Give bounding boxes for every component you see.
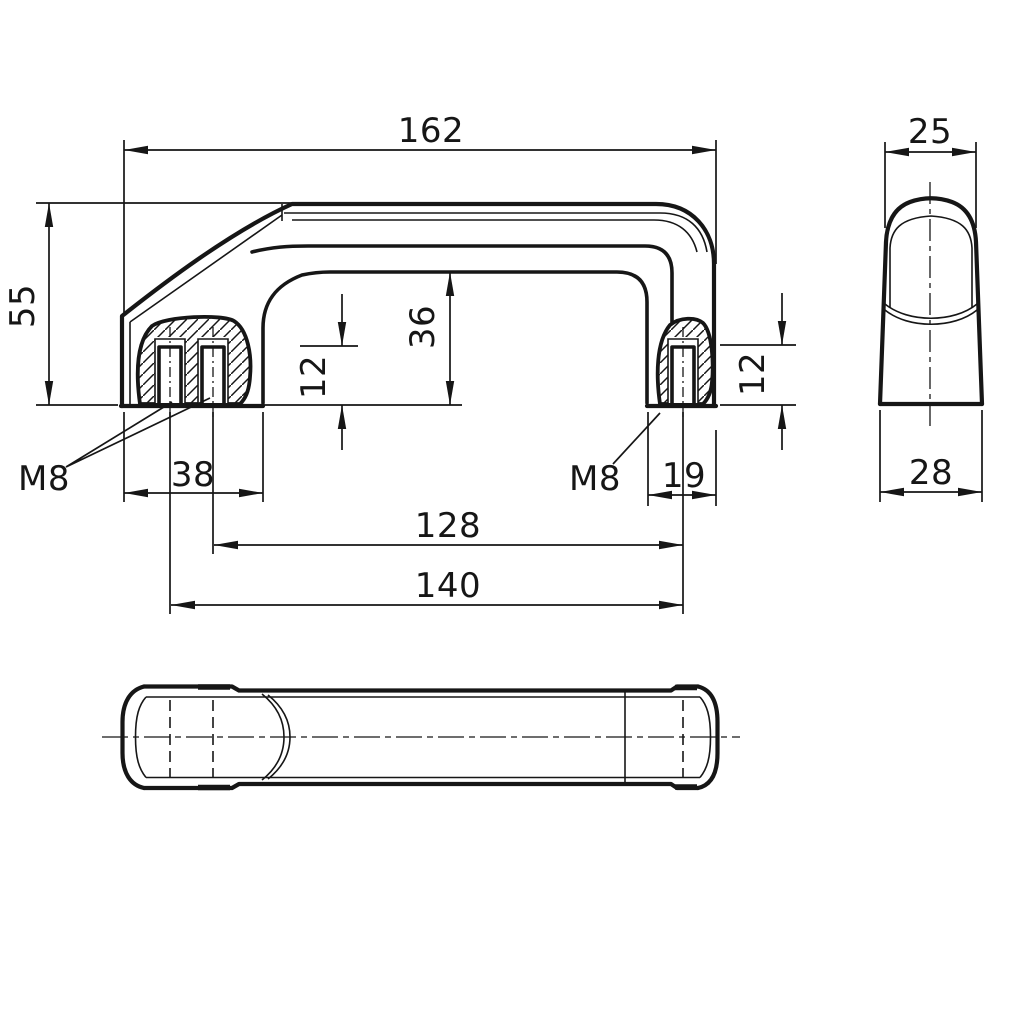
dim-label-19: 19 — [662, 456, 706, 496]
dim-label-128: 128 — [415, 506, 481, 546]
dimension-140: 140 — [169, 412, 683, 614]
bottom-chamfer-marks — [198, 684, 697, 791]
side-inner-contour — [889, 215, 973, 308]
m8-leader-line-right — [612, 412, 661, 465]
shoulder-edge-line — [129, 214, 283, 323]
dim-label-28: 28 — [909, 453, 953, 493]
dim-label-12-left: 12 — [294, 355, 334, 399]
dim-label-36: 36 — [403, 305, 443, 349]
side-saddle-line-1 — [884, 303, 978, 319]
dimension-19: 19 — [647, 412, 717, 506]
dimension-55: 55 — [3, 202, 292, 406]
thread-label-left: M8 — [18, 459, 70, 499]
dim-label-162: 162 — [398, 111, 464, 151]
dim-label-140: 140 — [415, 566, 481, 606]
m8-callout-right: M8 — [569, 412, 661, 499]
thread-label-right: M8 — [569, 459, 621, 499]
thread-hole-left-inner — [197, 327, 229, 420]
bottom-inner-edges — [146, 696, 700, 779]
bottom-right-cap — [695, 684, 720, 791]
dimension-38: 38 — [123, 412, 264, 502]
side-view: 25 28 — [877, 112, 985, 502]
grip-underside-tangent — [250, 244, 674, 324]
dimension-162: 162 — [123, 111, 717, 313]
grip-edge-line-2 — [292, 219, 698, 253]
thread-hole-left-outer — [154, 327, 186, 420]
inner-opening-outline — [261, 270, 649, 405]
dim-label-12-right: 12 — [733, 352, 773, 396]
dimension-36: 36 — [263, 272, 462, 406]
grip-edge-line-1 — [284, 212, 708, 253]
dimension-12-right: 12 — [720, 293, 796, 450]
outer-profile — [119, 201, 717, 409]
dimension-25: 25 — [884, 112, 977, 228]
dimension-12-left: 12 — [294, 294, 358, 450]
m8-callout-left: M8 — [18, 397, 211, 499]
dimension-28: 28 — [879, 410, 983, 502]
thread-hole-right — [667, 327, 699, 420]
dim-label-25: 25 — [908, 112, 952, 152]
bottom-view — [102, 684, 740, 791]
dim-label-38: 38 — [171, 455, 215, 495]
m8-leader-lines-left — [65, 397, 211, 468]
front-view — [118, 201, 719, 420]
dimension-128: 128 — [212, 412, 684, 614]
dim-label-55: 55 — [3, 284, 43, 328]
side-saddle-line-2 — [884, 309, 978, 325]
side-outer-profile — [877, 196, 985, 407]
